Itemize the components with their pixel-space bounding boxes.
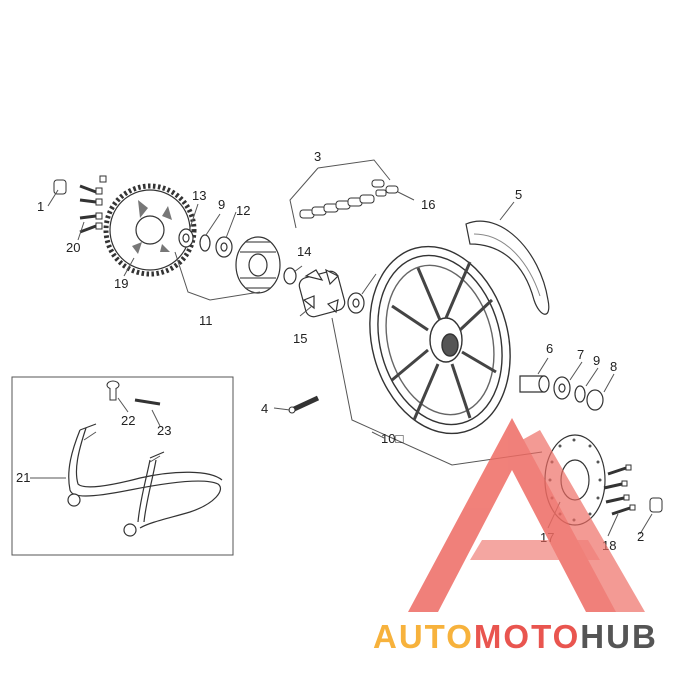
callout-8: 8 [610,359,617,374]
callout-1: 1 [37,199,44,214]
rear-wheel [369,245,511,435]
callout-4: 4 [261,401,268,416]
chain [299,179,399,219]
callout-16: 16 [421,197,435,212]
callout-12: 12 [236,203,250,218]
callout-11: 11 [199,313,213,328]
disc-bolts [603,464,663,516]
stand-wheel-left [67,493,81,507]
callout-14: 14 [297,244,311,259]
callout-15: 15 [293,331,307,346]
callout-7-right: 7 [577,347,584,362]
callout-labels: 1 2 3 4 5 6 7 8 9 9 10□ 11 12 13 14 15 1… [16,149,644,553]
paddock-stand [68,423,223,529]
callout-6: 6 [546,341,553,356]
callout-3: 3 [314,149,321,164]
sprocket [103,183,197,277]
axle-side-parts [519,375,604,411]
sprocket-bolts [53,175,107,234]
chain-guard [465,220,550,315]
stand-pin [106,380,120,390]
watermark-part-moto: MOTO [473,618,581,655]
watermark-part-hub: HUB [580,618,658,655]
callout-2: 2 [637,529,644,544]
callout-9-right: 9 [593,353,600,368]
callout-23: 23 [157,423,171,438]
watermark-part-auto: AUTO [373,618,474,655]
callout-10: 10□ [381,431,403,446]
callout-5: 5 [515,187,522,202]
cush-drive [283,267,365,318]
hub-small-parts [178,228,233,258]
wheel-axle [290,395,320,413]
stand-inset-box [11,376,234,556]
stand-bolt [134,398,161,406]
watermark-triangle-logo [408,418,645,612]
callout-9-left: 9 [218,197,225,212]
callout-21: 21 [16,470,30,485]
callout-22: 22 [121,413,135,428]
callout-19: 19 [114,276,128,291]
callout-20: 20 [66,240,80,255]
callout-13: 13 [192,188,206,203]
sprocket-carrier [235,236,281,294]
watermark-text: AUTOMOTOHUB [373,618,658,656]
stand-wheel-right [123,523,137,537]
